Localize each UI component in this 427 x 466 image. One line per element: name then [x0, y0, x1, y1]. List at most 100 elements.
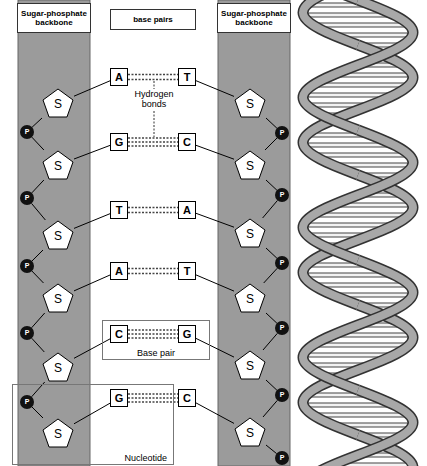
leader-line — [154, 81, 155, 89]
backbone-band — [18, 0, 90, 466]
sugar-label: S — [54, 98, 62, 111]
bond-line — [32, 118, 42, 127]
base-box: A — [178, 201, 196, 219]
helix-strand — [303, 260, 413, 390]
bond-dash — [128, 212, 178, 214]
bond-dash — [128, 273, 178, 275]
phosphate-label: P — [25, 329, 30, 337]
bond-line — [266, 118, 277, 128]
base-box: A — [110, 68, 128, 86]
bond-line — [32, 203, 46, 220]
bond-line — [74, 339, 110, 358]
sugar-label: S — [246, 427, 254, 440]
phosphate-circle: P — [275, 188, 289, 202]
base-letter: C — [115, 328, 123, 340]
phosphate-label: P — [25, 194, 30, 202]
sugar-pentagon: S — [42, 283, 74, 313]
bond-dash — [128, 207, 178, 209]
base-letter: A — [183, 204, 191, 216]
phosphate-circle: P — [275, 126, 289, 140]
sugar-label: S — [54, 293, 62, 306]
bond-line — [196, 338, 234, 357]
bond-line — [32, 180, 44, 193]
pentagon-shape — [43, 221, 73, 249]
base-letter: C — [183, 136, 191, 148]
sugar-pentagon: S — [42, 220, 74, 250]
base-box: C — [178, 133, 196, 151]
base-letter: T — [184, 71, 191, 83]
bond-line — [263, 333, 277, 350]
phosphate-circle: P — [20, 395, 34, 409]
helix-strand — [303, 390, 413, 466]
base-box: C — [110, 325, 128, 343]
sugar-pentagon: S — [234, 150, 266, 180]
group-label: Nucleotide — [124, 453, 167, 463]
pentagon-shape — [43, 284, 73, 312]
bond-dash — [128, 329, 178, 331]
pentagon-shape — [43, 353, 73, 381]
phosphate-label: P — [280, 454, 285, 462]
sugar-label: S — [246, 293, 254, 306]
bond-dash — [128, 401, 178, 403]
bond-line — [266, 380, 277, 390]
sugar-pentagon: S — [42, 88, 74, 118]
phosphate-circle: P — [20, 191, 34, 205]
base-letter: T — [116, 204, 123, 216]
callout-label: Hydrogen bonds — [127, 89, 181, 109]
hydrogen-bond — [128, 75, 178, 80]
phosphate-circle: P — [20, 125, 34, 139]
hydrogen-bond — [128, 208, 178, 213]
phosphate-circle: P — [20, 326, 34, 340]
header-text: Sugar-phosphate backbone — [218, 9, 290, 27]
header-box: Sugar-phosphate backbone — [17, 3, 91, 33]
bond-line — [263, 400, 277, 417]
base-box: A — [110, 262, 128, 280]
bond-line — [32, 271, 44, 283]
hydrogen-bond — [128, 394, 178, 402]
base-letter: A — [115, 71, 123, 83]
base-box: G — [110, 133, 128, 151]
helix-strand — [303, 0, 413, 130]
group-box: Nucleotide P S G — [12, 384, 174, 465]
base-box: T — [178, 262, 196, 280]
bond-line — [196, 145, 234, 159]
sugar-pentagon: S — [234, 417, 266, 447]
pentagon-shape — [235, 219, 265, 247]
bond-line — [32, 338, 45, 352]
header-text: base pairs — [133, 15, 173, 24]
base-letter: C — [183, 392, 191, 404]
bond-line — [265, 138, 277, 150]
base-letter: G — [115, 136, 124, 148]
base-letter: T — [184, 265, 191, 277]
phosphate-circle: P — [275, 321, 289, 335]
sugar-pentagon: S — [42, 418, 74, 448]
sugar-pentagon: S — [234, 350, 266, 380]
bond-line — [74, 403, 110, 424]
phosphate-label: P — [25, 398, 30, 406]
phosphate-label: P — [280, 391, 285, 399]
base-box: G — [110, 389, 128, 407]
sugar-label: S — [54, 230, 62, 243]
base-box: T — [110, 201, 128, 219]
base-box: T — [178, 68, 196, 86]
bond-line — [264, 268, 278, 283]
base-box: C — [178, 389, 196, 407]
phosphate-label: P — [25, 262, 30, 270]
bond-dash — [128, 393, 178, 395]
sugar-pentagon: S — [234, 283, 266, 313]
backbone-band — [218, 0, 290, 466]
pentagon-shape — [235, 418, 265, 446]
header-box: base pairs — [110, 9, 196, 30]
hydrogen-bond — [128, 138, 178, 146]
bond-line — [32, 137, 44, 150]
hydrogen-bond — [128, 269, 178, 274]
base-letter: A — [115, 265, 123, 277]
helix-rungs — [303, 0, 412, 466]
base-box: G — [178, 325, 196, 343]
header-text: Sugar-phosphate backbone — [18, 9, 90, 27]
sugar-label: S — [54, 428, 62, 441]
bond-dash — [128, 337, 178, 339]
sugar-label: S — [246, 360, 254, 373]
bond-dash — [128, 268, 178, 270]
